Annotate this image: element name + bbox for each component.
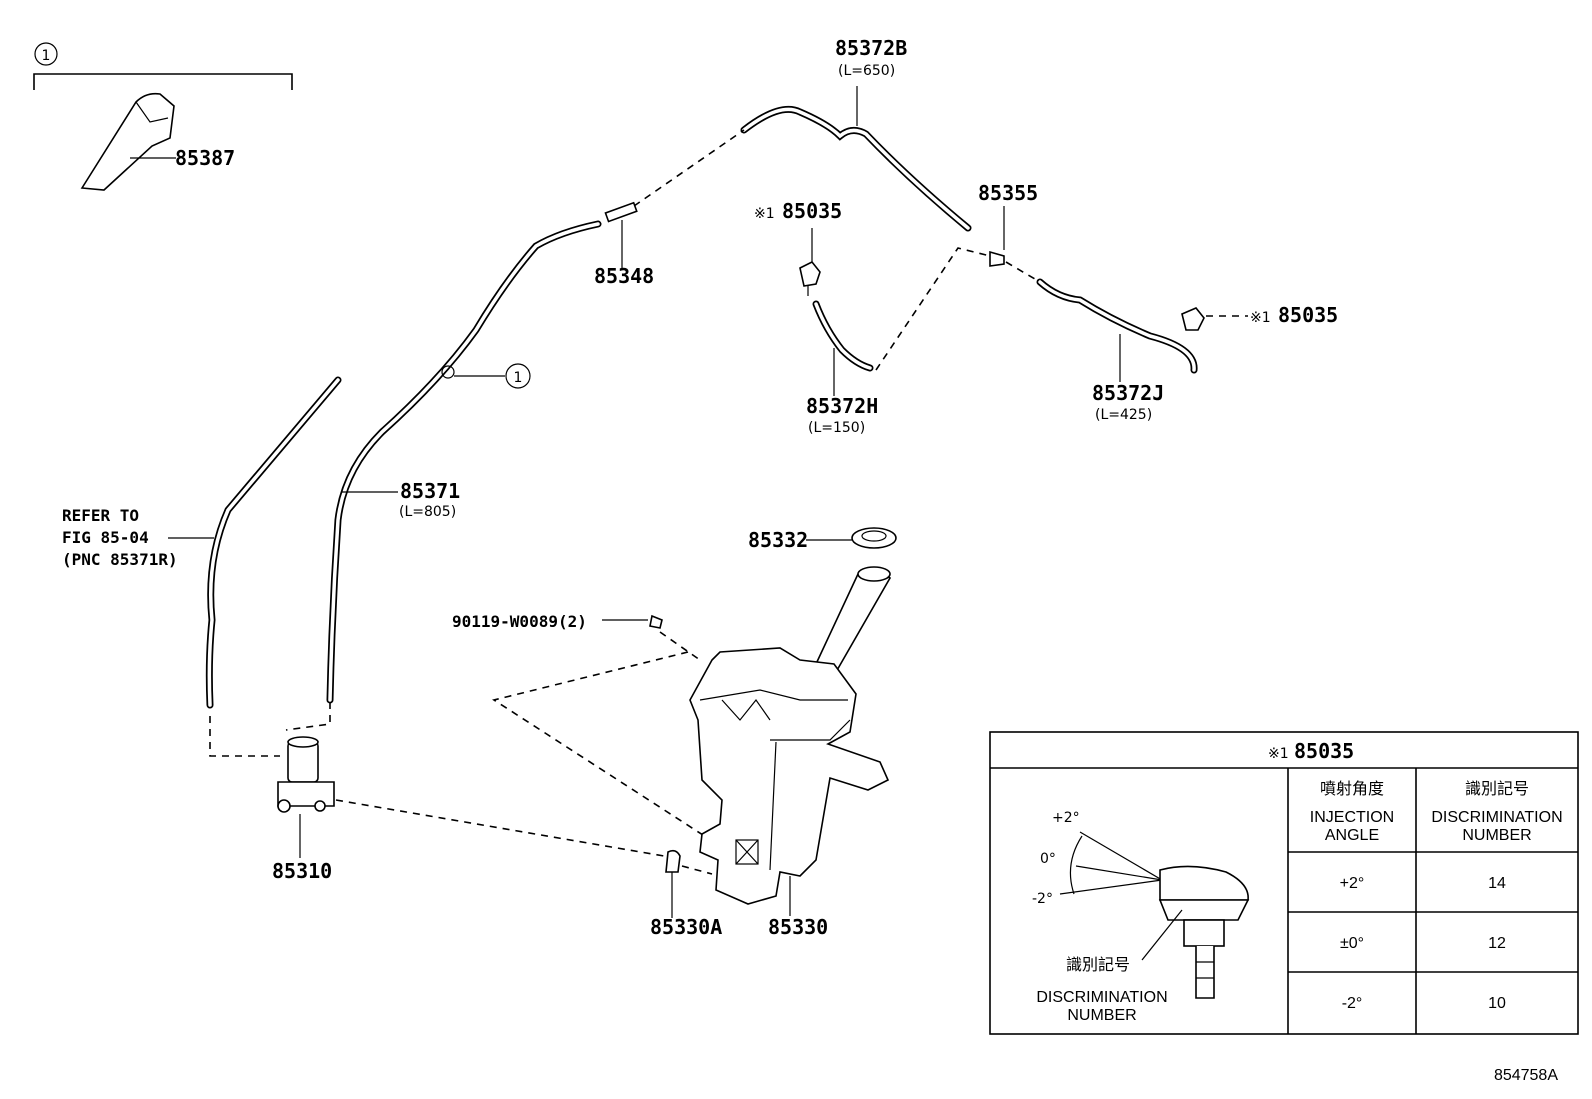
dashed-link-85355	[1005, 261, 1041, 283]
col-injection-en-1: INJECTION	[1310, 809, 1394, 826]
label-85035-left: 85035	[782, 199, 842, 223]
label-85372H: 85372H	[806, 394, 878, 418]
label-85330: 85330	[768, 915, 828, 939]
row-1-number: 14	[1488, 875, 1506, 892]
length-85372H: (L=150)	[808, 420, 865, 436]
part-85310-pump[interactable]: 85310	[209, 702, 335, 883]
label-90119: 90119-W0089(2)	[452, 612, 587, 631]
label-85387: 85387	[175, 146, 235, 170]
callout-marker-top: 1	[42, 48, 51, 64]
callout-bracket: 1	[33, 42, 293, 90]
label-85035-right: 85035	[1278, 303, 1338, 327]
length-85372B: (L=650)	[838, 63, 895, 79]
mark-85035-right: ※1	[1250, 310, 1271, 326]
hose-85371[interactable]: 1 85371 (L=805)	[326, 220, 602, 704]
label-85372B: 85372B	[835, 36, 907, 60]
row-2-number: 12	[1488, 935, 1506, 952]
dashed-link-85372H	[875, 247, 991, 371]
col-discrimination-jp: 識別記号	[1465, 780, 1529, 798]
refer-line-2: FIG 85-04	[62, 528, 149, 547]
label-85355: 85355	[978, 181, 1038, 205]
col-injection-jp: 噴射角度	[1320, 780, 1384, 798]
callout-marker-hose: 1	[514, 370, 523, 386]
label-85371: 85371	[400, 479, 460, 503]
hose-85372B[interactable]: 85372B (L=650)	[740, 36, 972, 232]
label-85372J: 85372J	[1092, 381, 1164, 405]
row-1-angle: +2°	[1340, 875, 1365, 892]
part-85035-right[interactable]: ※1 85035	[1181, 303, 1338, 331]
part-85035-left[interactable]: ※1 85035	[754, 199, 842, 296]
length-85371: (L=805)	[399, 504, 456, 520]
label-85310: 85310	[272, 859, 332, 883]
illus-angle-zero: 0°	[1040, 851, 1056, 867]
illus-label-en-2: NUMBER	[1067, 1007, 1136, 1024]
label-85330A: 85330A	[650, 915, 722, 939]
col-discrimination-en-2: NUMBER	[1462, 827, 1531, 844]
nozzle-table: ※1 85035 噴射角度 INJECTION ANGLE 識別記号 DISCR…	[989, 731, 1579, 1035]
part-85387[interactable]: 85387	[80, 92, 235, 191]
dashed-link-pump	[335, 799, 665, 857]
length-85372J: (L=425)	[1095, 407, 1152, 423]
col-discrimination-en-1: DISCRIMINATION	[1431, 809, 1562, 826]
mark-85035-left: ※1	[754, 206, 775, 222]
part-90119-W0089[interactable]: 90119-W0089(2)	[452, 612, 663, 631]
part-85355[interactable]: 85355	[978, 181, 1038, 267]
illus-angle-minus: -2°	[1032, 891, 1053, 907]
table-title: 85035	[1294, 739, 1354, 763]
col-injection-en-2: ANGLE	[1325, 827, 1379, 844]
part-85348[interactable]: 85348	[594, 201, 654, 288]
hose-85372H[interactable]: 85372H (L=150)	[806, 300, 878, 436]
dashed-link-85348	[633, 129, 745, 207]
row-3-number: 10	[1488, 995, 1506, 1012]
part-85330-tank[interactable]: 85330	[689, 566, 892, 939]
row-3-angle: -2°	[1342, 995, 1363, 1012]
part-85330A[interactable]: 85330A	[650, 849, 722, 939]
refer-line-3: (PNC 85371R)	[62, 550, 178, 569]
nozzle-illustration: +2° 0° -2° 識別記号 DISCRIMINATION NUMBER	[1032, 810, 1250, 1024]
refer-line-1: REFER TO	[62, 506, 139, 525]
table-title-mark: ※1	[1268, 746, 1289, 762]
row-2-angle: ±0°	[1340, 935, 1364, 952]
hose-85371R[interactable]: REFER TO FIG 85-04 (PNC 85371R)	[62, 376, 342, 709]
illus-angle-plus: +2°	[1052, 810, 1080, 826]
figure-number: 854758A	[1494, 1067, 1558, 1084]
illus-label-en-1: DISCRIMINATION	[1036, 989, 1167, 1006]
hose-85372J[interactable]: 85372J (L=425)	[1036, 278, 1198, 423]
label-85332: 85332	[748, 528, 808, 552]
dashed-link-bolt	[492, 631, 721, 847]
illus-label-jp: 識別記号	[1066, 956, 1130, 974]
part-85332[interactable]: 85332	[748, 527, 897, 552]
label-85348: 85348	[594, 264, 654, 288]
